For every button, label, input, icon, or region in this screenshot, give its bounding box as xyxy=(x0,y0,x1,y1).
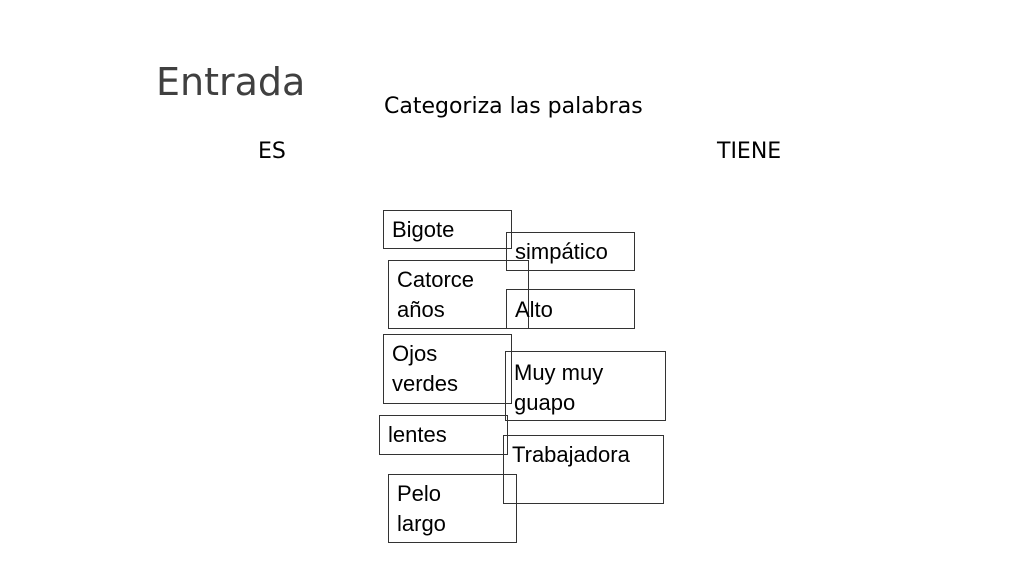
word-card-pelo-largo[interactable]: Pelo largo xyxy=(388,474,517,543)
slide-title: Entrada xyxy=(156,60,306,104)
word-card-label: Bigote xyxy=(392,217,455,242)
word-card-bigote[interactable]: Bigote xyxy=(383,210,512,249)
word-card-label: Ojos verdes xyxy=(392,341,459,396)
column-heading-es: ES xyxy=(258,139,286,164)
word-card-lentes[interactable]: lentes xyxy=(379,415,508,455)
word-card-catorce-anos[interactable]: Catorce años xyxy=(388,260,529,329)
word-card-label: lentes xyxy=(388,422,447,447)
word-card-label: Muy muy guapo xyxy=(514,360,604,415)
word-card-label: Alto xyxy=(515,297,553,322)
slide-subtitle: Categoriza las palabras xyxy=(384,94,643,119)
word-card-label: Pelo largo xyxy=(397,481,446,536)
word-card-muy-muy-guapo[interactable]: Muy muy guapo xyxy=(505,351,666,421)
word-card-label: Catorce años xyxy=(397,267,475,322)
word-card-ojos-verdes[interactable]: Ojos verdes xyxy=(383,334,512,404)
word-card-simpatico[interactable]: simpático xyxy=(506,232,635,271)
word-card-alto[interactable]: Alto xyxy=(506,289,635,329)
word-card-label: simpático xyxy=(515,239,608,264)
word-card-label: Trabajadora xyxy=(512,442,630,467)
column-heading-tiene: TIENE xyxy=(717,139,782,164)
word-card-trabajadora[interactable]: Trabajadora xyxy=(503,435,664,504)
